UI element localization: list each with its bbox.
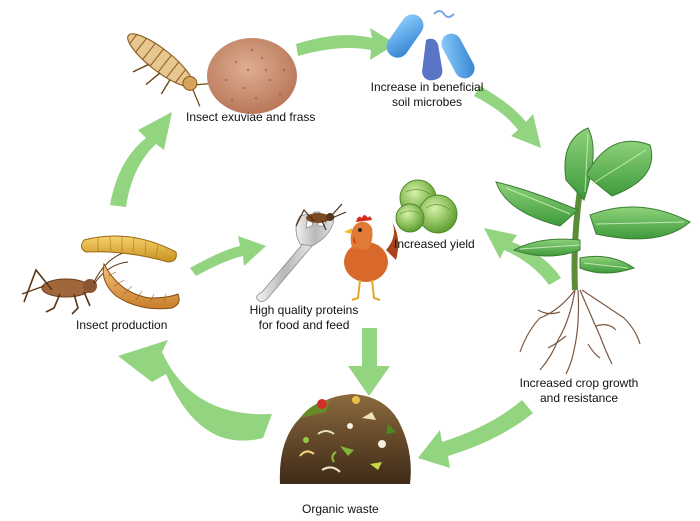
arrow-frass-to-microbes [296, 28, 396, 60]
microbes-label-line1: Increase in beneficial [370, 80, 484, 94]
insect-frass-icon [127, 33, 297, 114]
insects-label: Insect production [76, 318, 168, 332]
arrow-proteins-to-waste [348, 328, 390, 396]
brussels-sprouts-icon [395, 179, 458, 234]
insect-larvae-icon [21, 235, 180, 315]
fork-chicken-icon [256, 203, 399, 302]
growth-label: Increased crop growth and resistance [504, 376, 654, 406]
arrow-waste-to-insects [118, 340, 272, 441]
proteins-label-line2: for food and feed [258, 318, 350, 332]
proteins-label: High quality proteins for food and feed [234, 303, 374, 333]
microbes-label: Increase in beneficial soil microbes [358, 80, 496, 110]
frass-label: Insect exuviae and frass [186, 110, 316, 124]
waste-label: Organic waste [302, 502, 379, 516]
yield-label: Increased yield [394, 237, 475, 251]
crop-plant-icon [495, 127, 691, 375]
growth-label-line2: and resistance [539, 391, 619, 405]
compost-pile-icon [279, 394, 411, 484]
proteins-label-line1: High quality proteins [249, 303, 359, 317]
arrow-crop-to-yield [484, 228, 561, 285]
arrow-insects-to-proteins [190, 236, 266, 276]
growth-label-line1: Increased crop growth [519, 376, 639, 390]
arrow-insects-to-frass [110, 112, 172, 207]
arrow-microbes-to-crop [474, 86, 541, 148]
arrow-crop-to-waste [418, 400, 533, 468]
microbes-label-line2: soil microbes [391, 95, 463, 109]
soil-microbes-icon [386, 10, 475, 81]
cycle-arrows [110, 28, 561, 468]
